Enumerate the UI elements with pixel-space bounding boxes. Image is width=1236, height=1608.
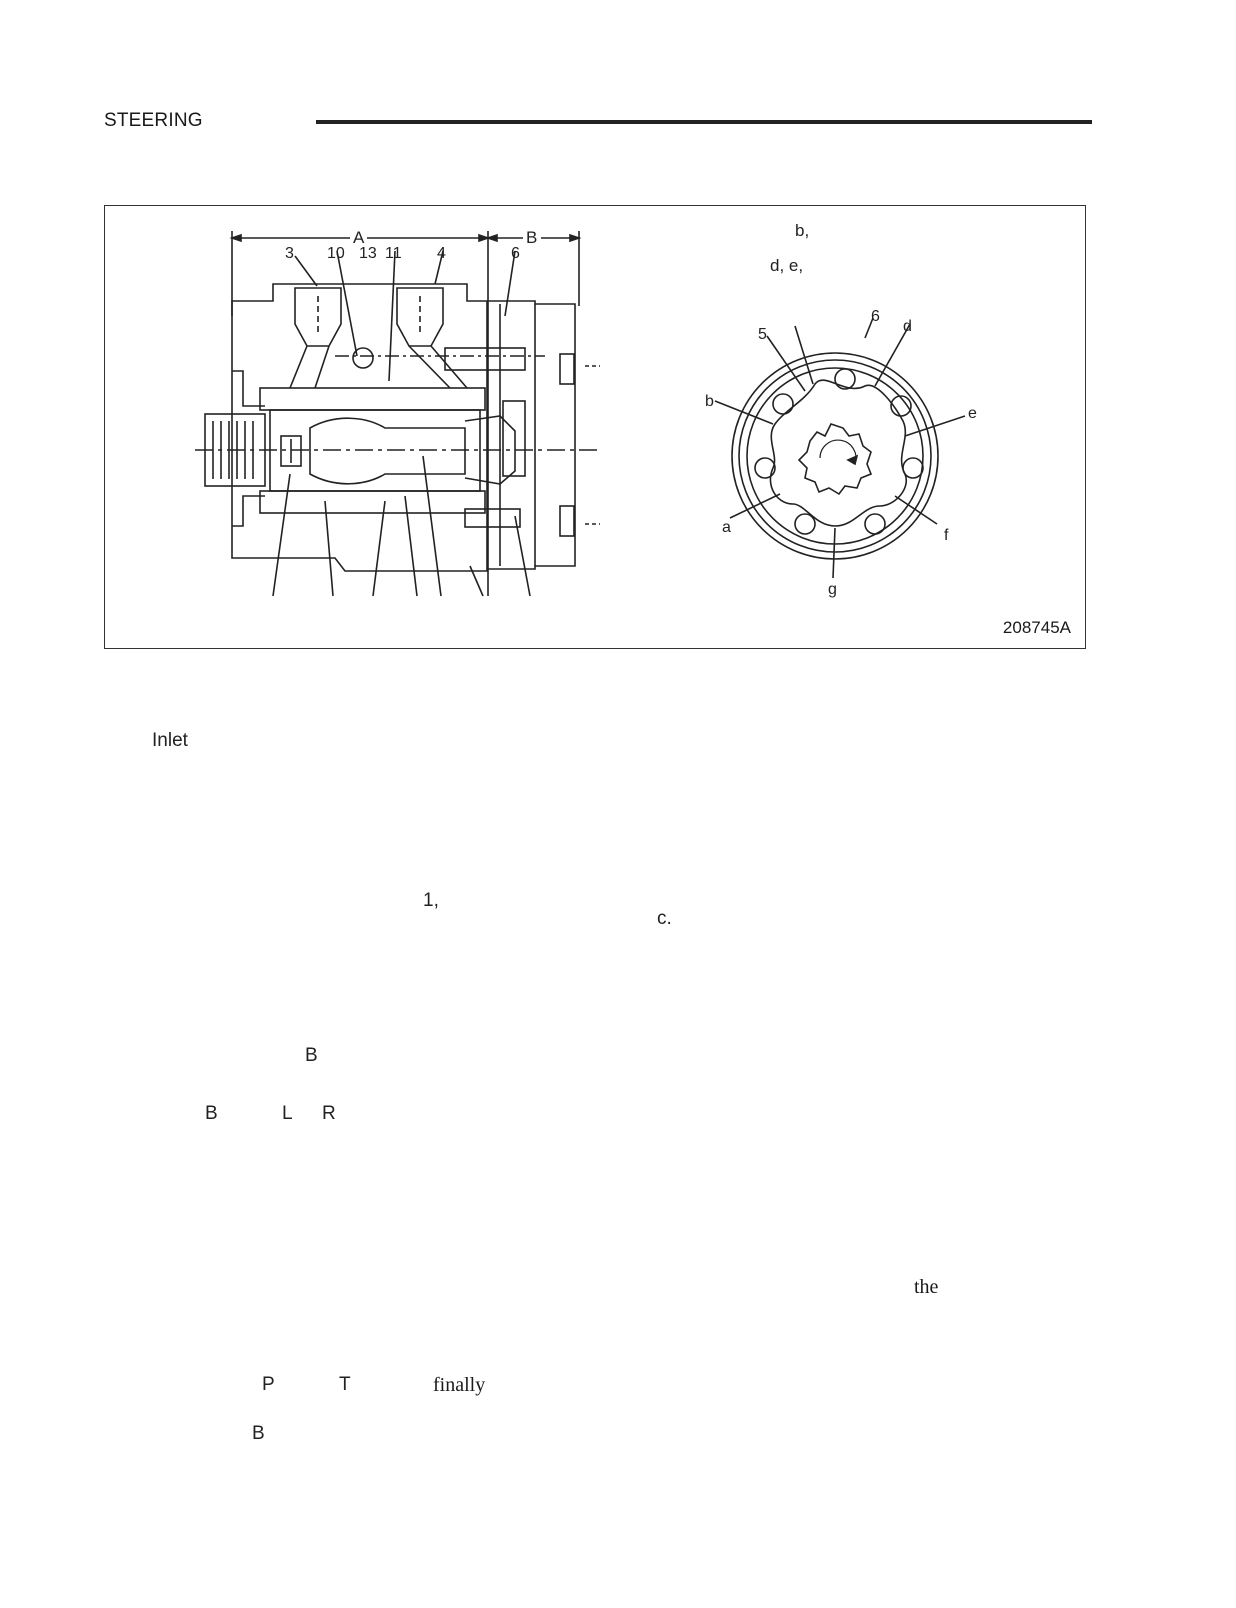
label-e: e (968, 405, 977, 422)
label-g: g (828, 581, 837, 598)
text-r: R (322, 1103, 336, 1124)
dim-a: A (353, 228, 365, 247)
label-a: a (722, 519, 731, 536)
label-11: 11 (385, 245, 402, 262)
label-6-gerotor: 6 (871, 308, 880, 325)
text-inlet: Inlet (152, 730, 188, 751)
text-b3: B (252, 1423, 265, 1444)
figure-id: 208745A (1002, 618, 1071, 637)
callout-de: d, e, (770, 256, 803, 275)
label-6: 6 (511, 245, 520, 262)
figure-frame: A B 3 10 13 11 4 6 (104, 205, 1086, 649)
steering-unit-drawing: A B 3 10 13 11 4 6 (195, 221, 977, 598)
dim-b: B (526, 228, 537, 247)
section-header: STEERING (104, 110, 203, 131)
text-b1: B (305, 1045, 318, 1066)
label-3: 3 (285, 245, 294, 262)
label-13: 13 (359, 245, 377, 262)
header-rule (316, 120, 1092, 124)
text-c: c. (657, 908, 672, 929)
text-t: T (339, 1374, 351, 1395)
label-b: b (705, 393, 714, 410)
label-d: d (903, 318, 912, 335)
callout-b: b, (795, 221, 809, 240)
text-b2: B (205, 1103, 218, 1124)
text-finally: finally (433, 1374, 486, 1396)
label-4: 4 (437, 245, 446, 262)
label-5: 5 (758, 326, 767, 343)
text-p: P (262, 1374, 275, 1395)
label-10: 10 (327, 245, 345, 262)
label-f: f (944, 527, 949, 544)
text-l: L (282, 1103, 293, 1124)
text-the: the (914, 1276, 939, 1298)
text-one: 1, (423, 890, 439, 911)
